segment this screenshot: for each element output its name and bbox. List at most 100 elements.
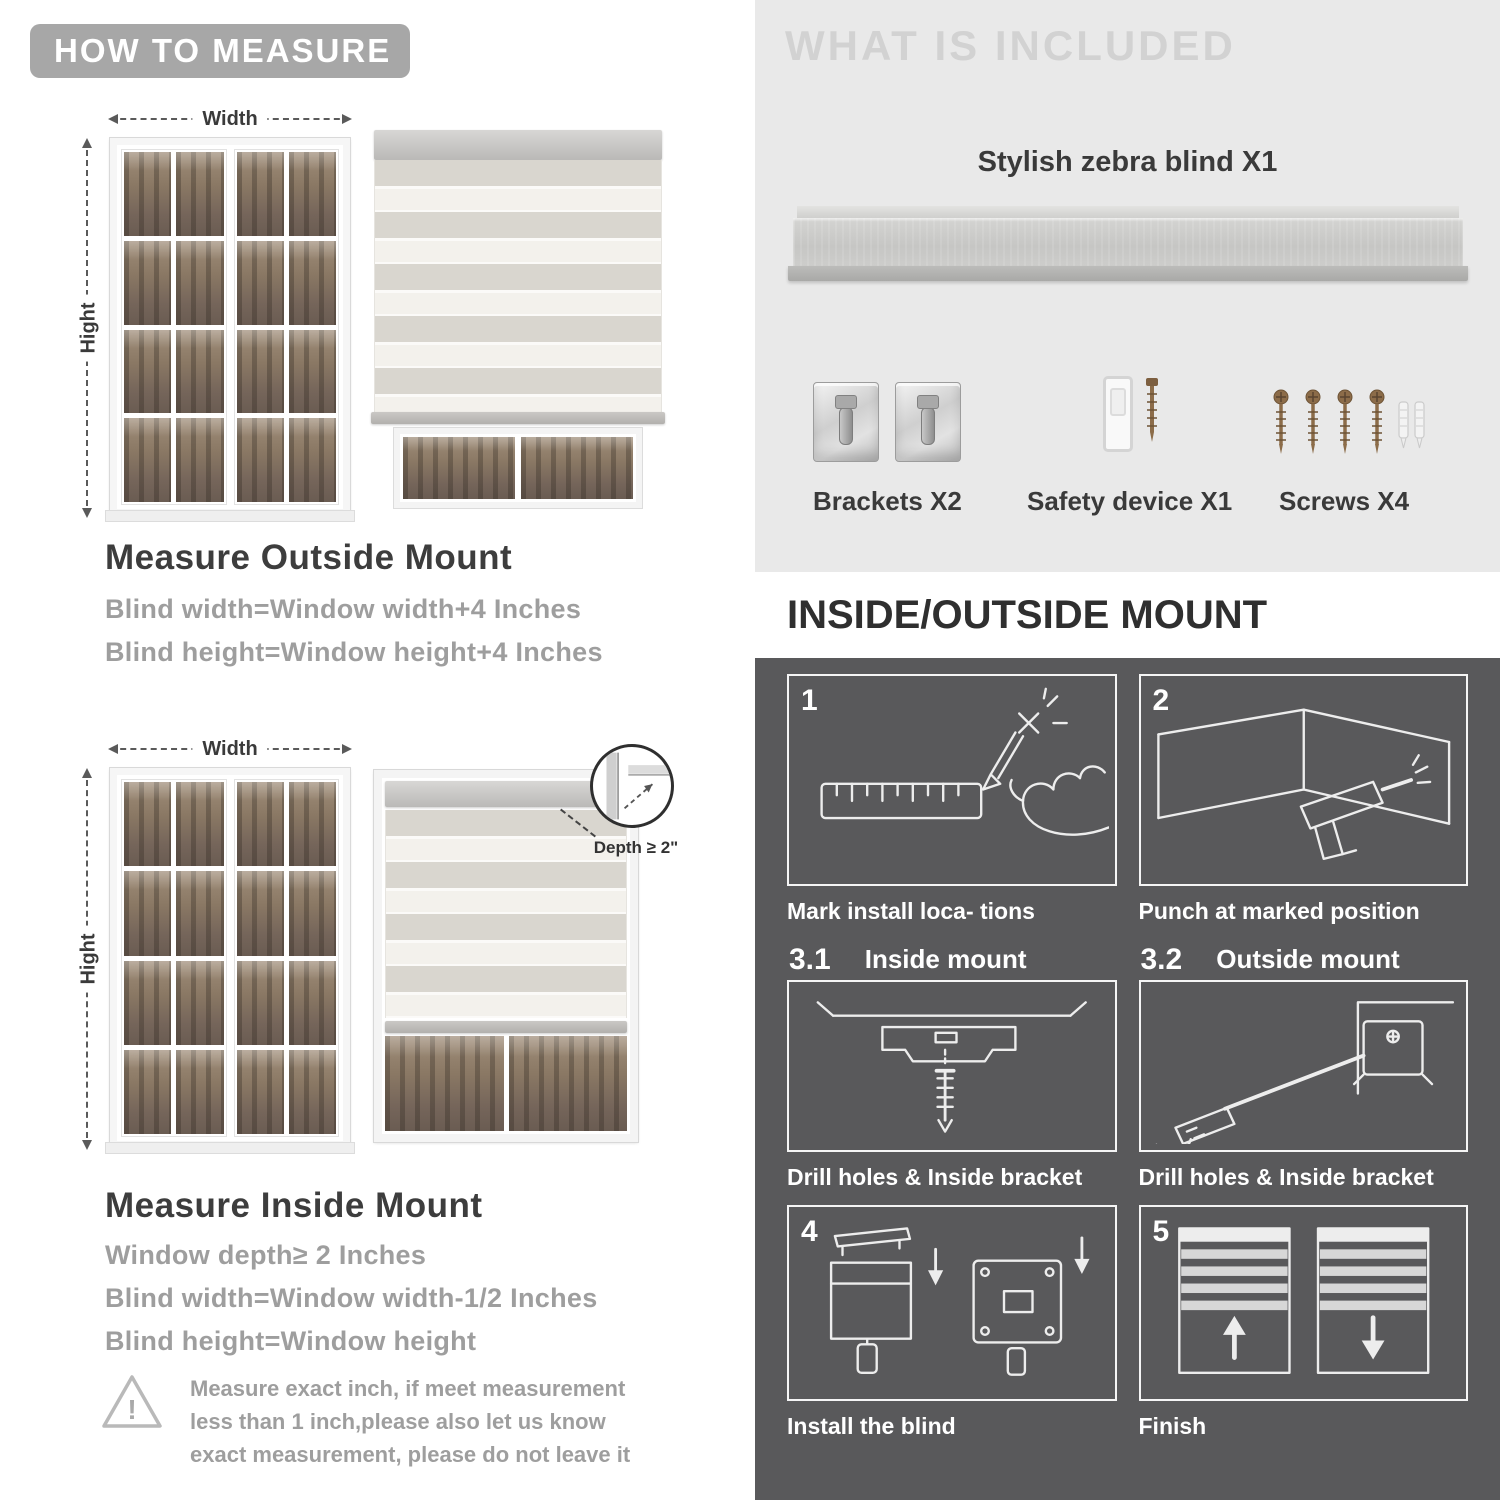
drill-icon	[1156, 708, 1450, 861]
what-is-included-header: WHAT IS INCLUDED	[785, 22, 1236, 69]
window-pane	[403, 437, 515, 499]
safety-device-label: Safety device X1	[1027, 486, 1233, 516]
width-label: Width	[192, 106, 268, 132]
window-pane	[288, 240, 336, 325]
mount-step-3-2: 3.2 Outside mount	[1138, 940, 1469, 1192]
bracket-icon	[895, 382, 961, 462]
step-head: 3.2 Outside mount	[1139, 940, 1469, 980]
window-pane	[176, 960, 224, 1045]
window-pane	[236, 782, 284, 867]
brackets-label: Brackets X2	[813, 486, 962, 516]
mount-step-4: 4	[787, 1205, 1117, 1441]
screw-icon	[1273, 389, 1289, 454]
window-pane	[124, 418, 172, 502]
blind-stripes	[385, 810, 627, 1018]
step-number: 4	[801, 1215, 818, 1249]
measurement-warning: ! Measure exact inch, if meet measuremen…	[100, 1372, 666, 1471]
window-sash	[233, 779, 339, 1137]
window-pane	[124, 152, 172, 236]
step-caption: Mark install loca- tions	[787, 898, 1035, 924]
window-illustration	[105, 137, 355, 522]
window-pane	[236, 871, 284, 956]
window-pane	[124, 960, 172, 1045]
width-arrow: Width	[108, 736, 352, 762]
mount-steps-section: 1 Mark install loca- tions	[755, 658, 1500, 1500]
window-pane	[288, 1049, 336, 1134]
height-label: Hight	[77, 294, 101, 362]
warning-text: Measure exact inch, if meet measurement …	[190, 1376, 631, 1467]
blind-cassette	[385, 781, 627, 807]
window-below-blind	[393, 427, 643, 509]
window-pane	[236, 240, 284, 325]
window-sash	[121, 149, 227, 505]
blind-stripes	[374, 160, 662, 412]
blind-cassette	[374, 130, 662, 160]
brackets-illustration	[813, 382, 961, 462]
inside-mount-figure: Width Hight	[77, 718, 698, 1158]
zebra-blind-inside-illustration	[373, 769, 639, 1143]
window-illustration	[105, 767, 355, 1154]
inside-outside-mount-header: INSIDE/OUTSIDE MOUNT	[755, 572, 1500, 658]
height-label: Hight	[77, 925, 101, 993]
window-pane	[288, 960, 336, 1045]
height-arrow: Hight	[77, 768, 101, 1150]
step-illustration-box	[787, 979, 1117, 1152]
finished-blinds-icon	[1177, 1227, 1429, 1375]
step-caption: Drill holes & Inside bracket	[787, 1163, 1083, 1190]
warning-triangle-icon: !	[102, 1375, 162, 1428]
window-pane	[124, 871, 172, 956]
step-caption: Drill holes & Inside bracket	[1138, 1163, 1434, 1190]
width-label: Width	[192, 736, 268, 762]
inside-mount-title: Measure Inside Mount	[105, 1186, 483, 1225]
window-pane	[176, 240, 224, 325]
outside-mount-figure: Width Hight	[77, 106, 678, 538]
step-caption: Punch at marked position	[1138, 898, 1420, 924]
window-pane	[288, 329, 336, 414]
step-caption: Install the blind	[787, 1413, 956, 1440]
headrail-top	[797, 206, 1459, 218]
mark-locations-icon	[820, 687, 1109, 836]
screw-icon	[1305, 389, 1321, 454]
window-frame	[373, 769, 639, 1143]
window-pane	[236, 152, 284, 236]
window-sash	[233, 149, 339, 505]
window-pane	[288, 152, 336, 236]
step-illustration-box	[1138, 1205, 1468, 1402]
screw-icon	[1337, 389, 1353, 454]
step-illustration-box	[1138, 674, 1468, 886]
outside-mount-spec: Blind height=Window height+4 Inches	[105, 637, 603, 667]
inside-mount-spec: Window depth≥ 2 Inches	[105, 1240, 427, 1270]
headrail-front	[793, 218, 1463, 266]
headrail-lip	[788, 266, 1468, 281]
step-number: 3.2	[1140, 942, 1183, 976]
wall-anchor-icon	[1414, 401, 1425, 449]
window-pane	[176, 329, 224, 414]
install-blind-icon	[829, 1227, 1090, 1377]
window-pane	[124, 782, 172, 867]
inside-mount-spec: Blind width=Window width-1/2 Inches	[105, 1283, 598, 1313]
window-pane	[236, 329, 284, 414]
frame-corner-detail	[606, 752, 671, 820]
window-pane	[176, 152, 224, 236]
window-pane	[176, 1049, 224, 1134]
step-head: 3.1 Inside mount	[787, 940, 1117, 980]
depth-magnifier-circle	[590, 744, 674, 828]
step-illustration-box	[787, 674, 1117, 886]
zebra-blind-headrail-illustration	[788, 206, 1468, 281]
step-number: 2	[1152, 684, 1170, 717]
window-pane	[288, 782, 336, 867]
window-sash	[121, 779, 227, 1137]
window-pane	[124, 329, 172, 414]
window-pane	[176, 871, 224, 956]
blind-bottom-rail	[385, 1021, 627, 1033]
step-illustration-box	[1138, 979, 1468, 1152]
width-arrow: Width	[108, 106, 352, 132]
mount-step-1: 1 Mark install loca- tions	[787, 674, 1117, 926]
wall-anchor-icon	[1398, 401, 1409, 449]
how-to-measure-header: HOW TO MEASURE	[30, 24, 410, 78]
bracket-icon	[813, 382, 879, 462]
window-pane	[236, 418, 284, 502]
mount-step-5: 5	[1138, 1205, 1468, 1441]
window-pane	[385, 1036, 504, 1131]
step-illustration-box	[787, 1205, 1117, 1402]
